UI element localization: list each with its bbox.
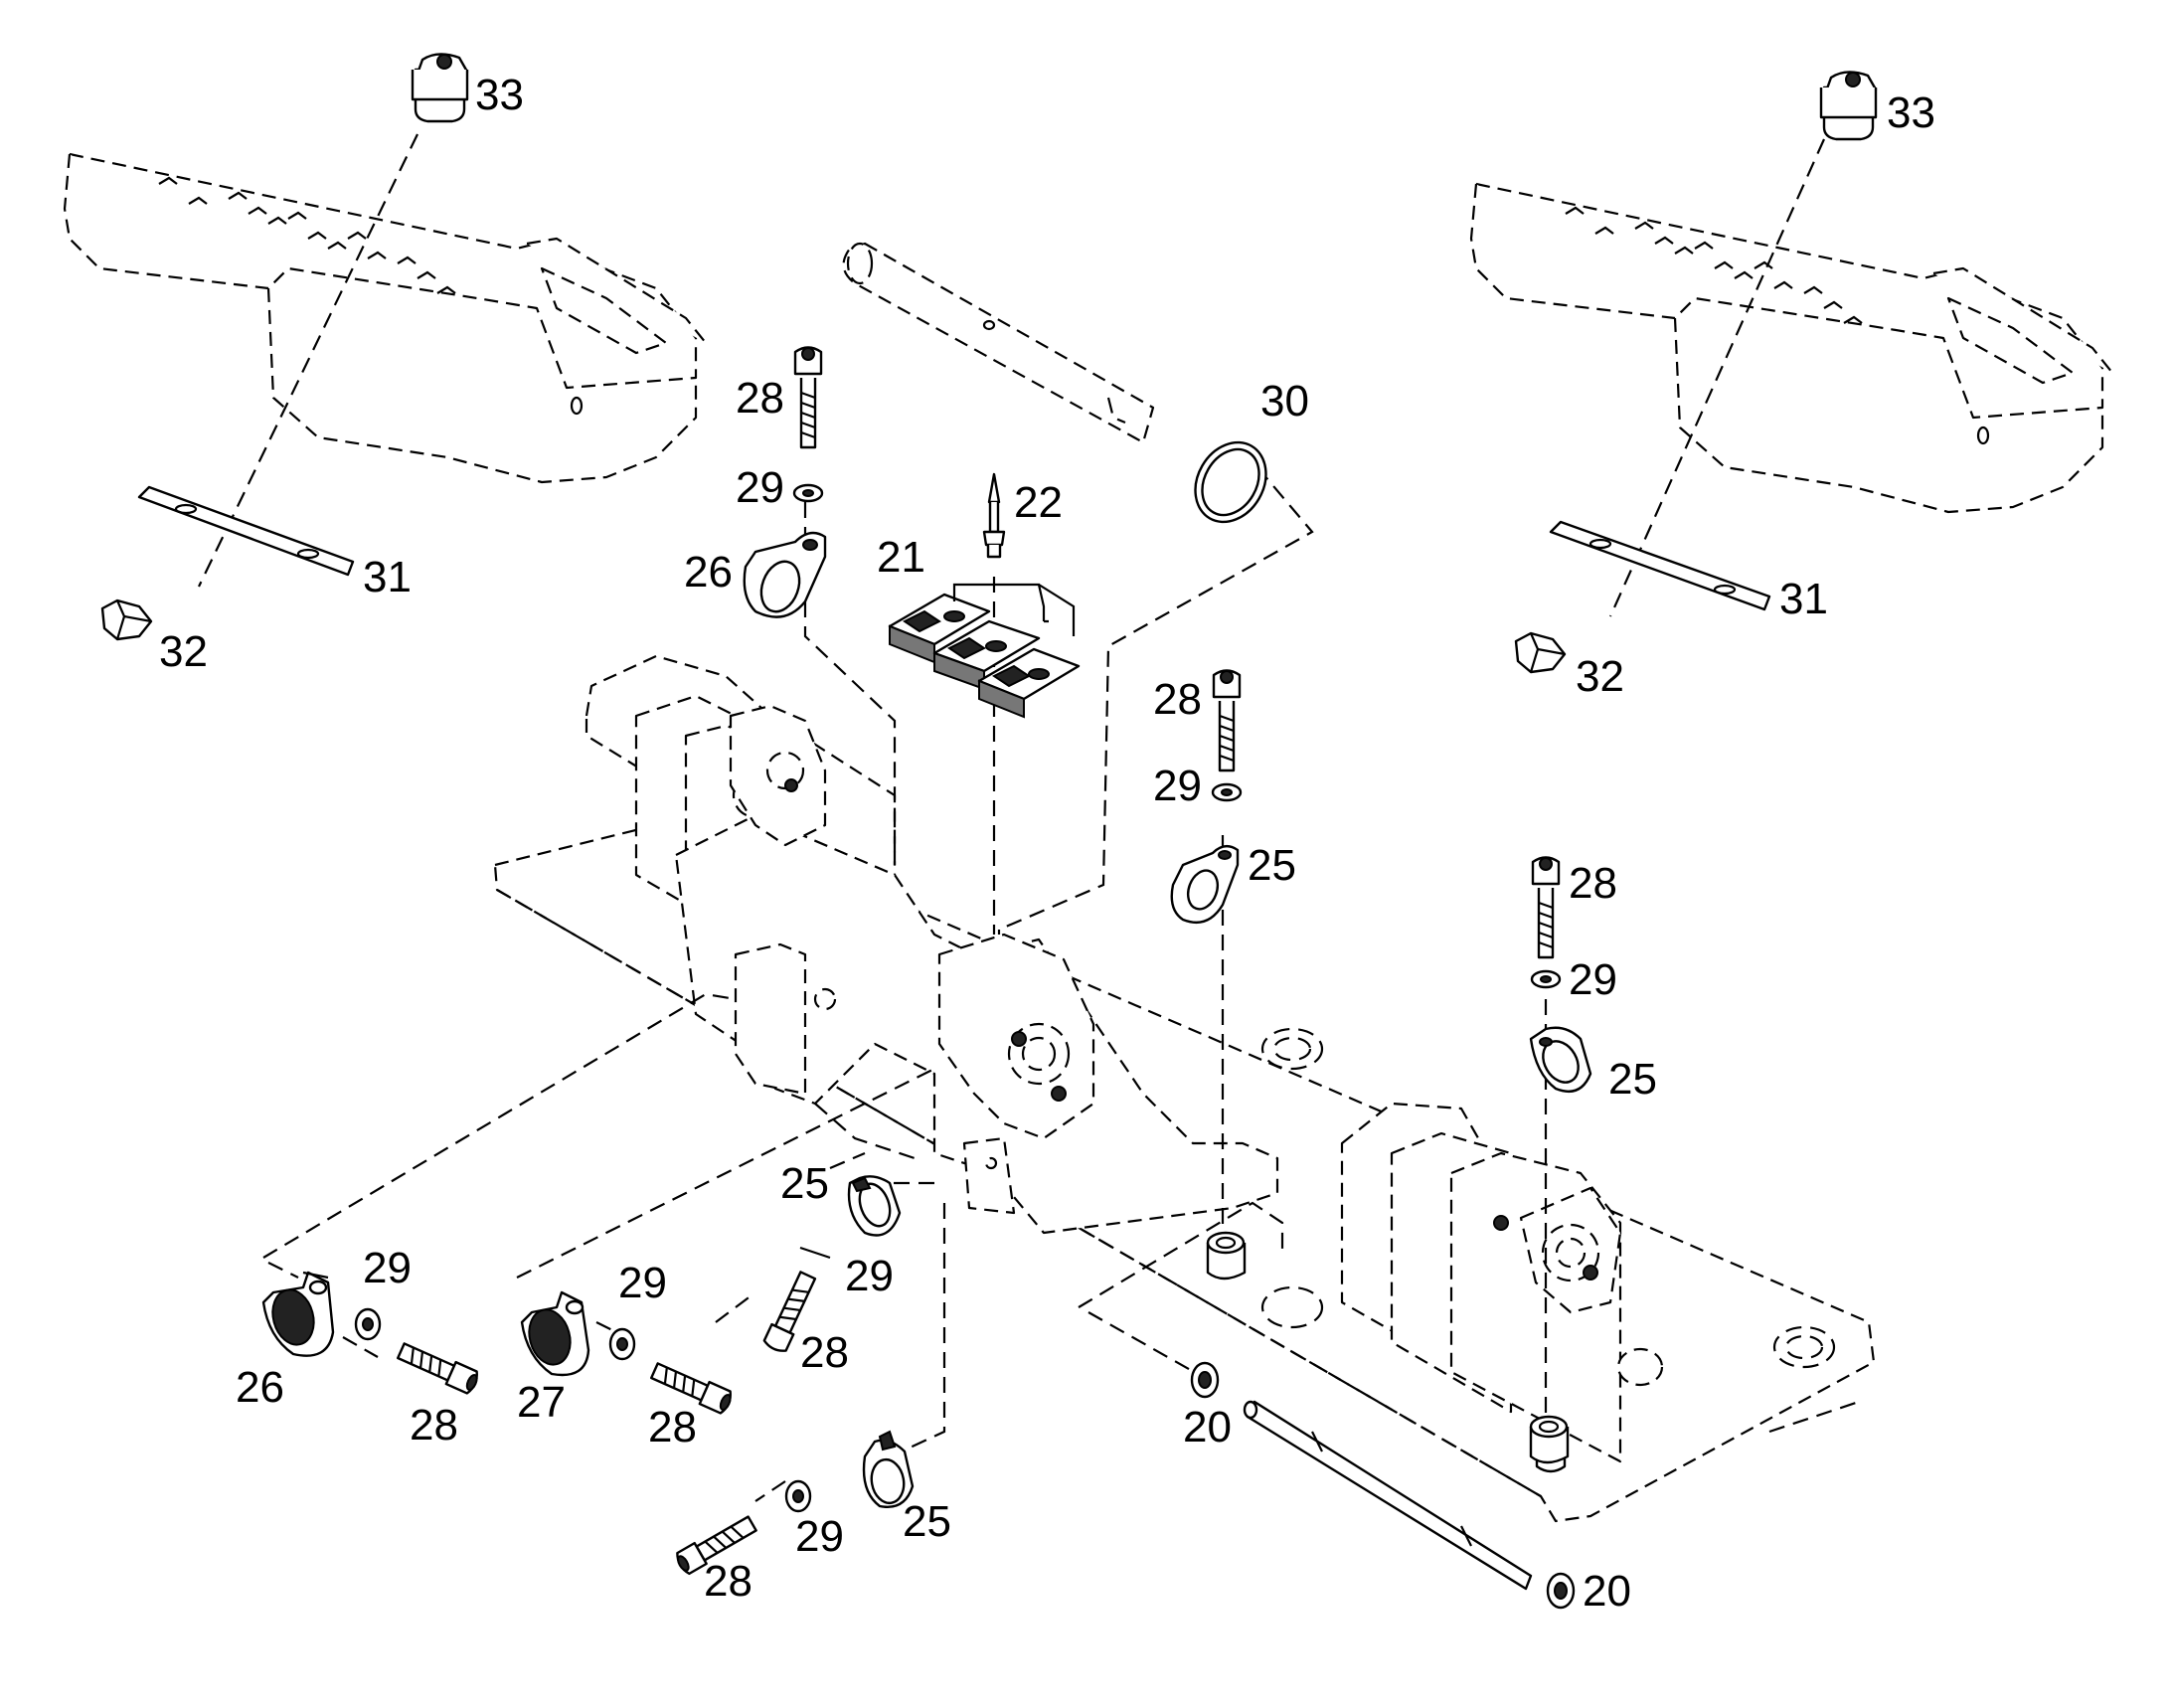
callout-22: 22 — [1014, 478, 1063, 527]
callout-29-mid-lower: 29 — [618, 1259, 667, 1307]
callout-21: 21 — [877, 533, 925, 582]
screw-33-left — [411, 53, 469, 123]
left-pedal — [63, 152, 707, 484]
callout-29-left-lower: 29 — [363, 1244, 412, 1292]
clamp-25-d — [862, 1430, 915, 1508]
pin-22 — [982, 472, 1006, 559]
callout-28-bottom: 28 — [704, 1557, 752, 1606]
callout-29-mid: 29 — [1153, 762, 1202, 810]
screw-33-right — [1819, 71, 1878, 141]
callout-29-bottom: 29 — [795, 1512, 844, 1561]
nut-32-right — [1514, 631, 1567, 674]
callout-30: 30 — [1260, 377, 1309, 426]
right-bearing-block — [1340, 1102, 1664, 1473]
screw-28-b — [1212, 669, 1242, 772]
nut-32-left — [100, 598, 153, 641]
screw-28-a — [793, 346, 823, 449]
lower-washers-29 — [354, 1246, 831, 1513]
callout-25-bottom: 25 — [903, 1497, 951, 1546]
callout-25-center: 25 — [780, 1159, 829, 1208]
callout-20-upper: 20 — [1183, 1403, 1232, 1452]
callout-33-left: 33 — [475, 71, 524, 119]
lower-rod — [1243, 1400, 1533, 1591]
washers-20 — [1190, 1361, 1576, 1610]
clamp-25-c — [847, 1175, 902, 1237]
callout-32-left: 32 — [159, 627, 208, 676]
callout-28-mid: 28 — [1153, 675, 1202, 724]
clamp-26-top — [743, 531, 827, 618]
clip-blocks-21 — [888, 583, 1081, 719]
callout-26-lower: 26 — [236, 1363, 284, 1412]
lower-screws-28 — [397, 1271, 817, 1576]
shaft — [842, 242, 1155, 444]
plate-31-right — [1549, 520, 1771, 611]
callout-25-right: 25 — [1608, 1055, 1657, 1104]
plate-31-left — [137, 485, 355, 577]
base-bushings — [1206, 1231, 1570, 1464]
callout-28-mid-lower: 28 — [648, 1403, 697, 1452]
callout-28-left-lower: 28 — [410, 1401, 458, 1450]
callout-31-right: 31 — [1779, 575, 1828, 623]
callout-29-top: 29 — [736, 463, 784, 512]
callout-26-top: 26 — [684, 548, 733, 597]
callout-28-center: 28 — [800, 1328, 849, 1377]
clamp-25-b — [1529, 1026, 1592, 1094]
callout-27: 27 — [517, 1378, 566, 1427]
clamp-27 — [520, 1290, 590, 1377]
ring-30 — [1194, 440, 1267, 524]
callout-33-right: 33 — [1887, 88, 1935, 137]
washers-29 — [792, 483, 1562, 989]
right-pedal — [1469, 182, 2113, 514]
clamp-25-a — [1170, 845, 1240, 925]
callout-31-left: 31 — [363, 553, 412, 601]
callout-28-right: 28 — [1569, 859, 1617, 908]
callout-29-right: 29 — [1569, 955, 1617, 1004]
callout-25-mid: 25 — [1248, 841, 1296, 890]
callout-labels: 33 31 32 33 31 32 30 22 21 28 29 26 28 2… — [159, 71, 1935, 1616]
callout-20-lower: 20 — [1583, 1567, 1631, 1616]
clamp-26-lower — [261, 1271, 335, 1357]
callout-28-top: 28 — [736, 374, 784, 423]
center-beam — [674, 704, 1279, 1235]
screw-28-c — [1531, 856, 1561, 959]
callout-32-right: 32 — [1576, 652, 1624, 701]
callout-29-center: 29 — [845, 1252, 894, 1300]
